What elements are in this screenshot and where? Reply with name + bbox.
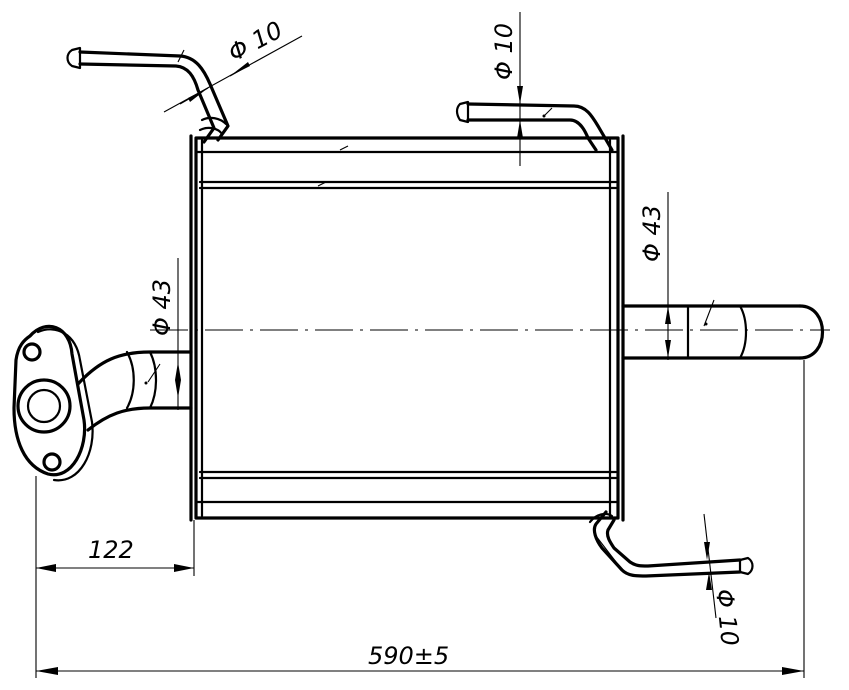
label-outlet-pipe: Φ 43 — [638, 205, 666, 262]
dimension-outlet-pipe: Φ 43 — [638, 192, 671, 360]
label-bottom-right-pipe: Φ 10 — [710, 588, 744, 648]
label-overall-length: 590±5 — [368, 642, 449, 670]
dimension-overall-length: 590±5 — [36, 360, 805, 678]
dimension-bottom-right-pipe: Φ 10 — [703, 513, 744, 648]
hanger-top-right — [455, 100, 614, 152]
label-inlet-pipe: Φ 43 — [148, 279, 176, 336]
dimension-inlet-pipe: Φ 43 — [148, 258, 181, 410]
outlet-pipe — [621, 299, 824, 360]
dimension-top-left-pipe: Φ 10 — [163, 16, 303, 113]
label-flange-to-body: 122 — [88, 536, 134, 564]
muffler-body — [189, 134, 625, 522]
inlet-flange — [12, 324, 94, 482]
hanger-top-left — [66, 46, 230, 144]
dimension-flange-to-body: 122 — [35, 476, 195, 678]
inlet-pipe — [76, 350, 193, 432]
label-top-left-pipe: Φ 10 — [224, 16, 288, 68]
dimension-top-right-pipe: Φ 10 — [490, 12, 523, 166]
hanger-bottom-right — [588, 510, 754, 578]
label-top-right-pipe: Φ 10 — [490, 23, 518, 80]
